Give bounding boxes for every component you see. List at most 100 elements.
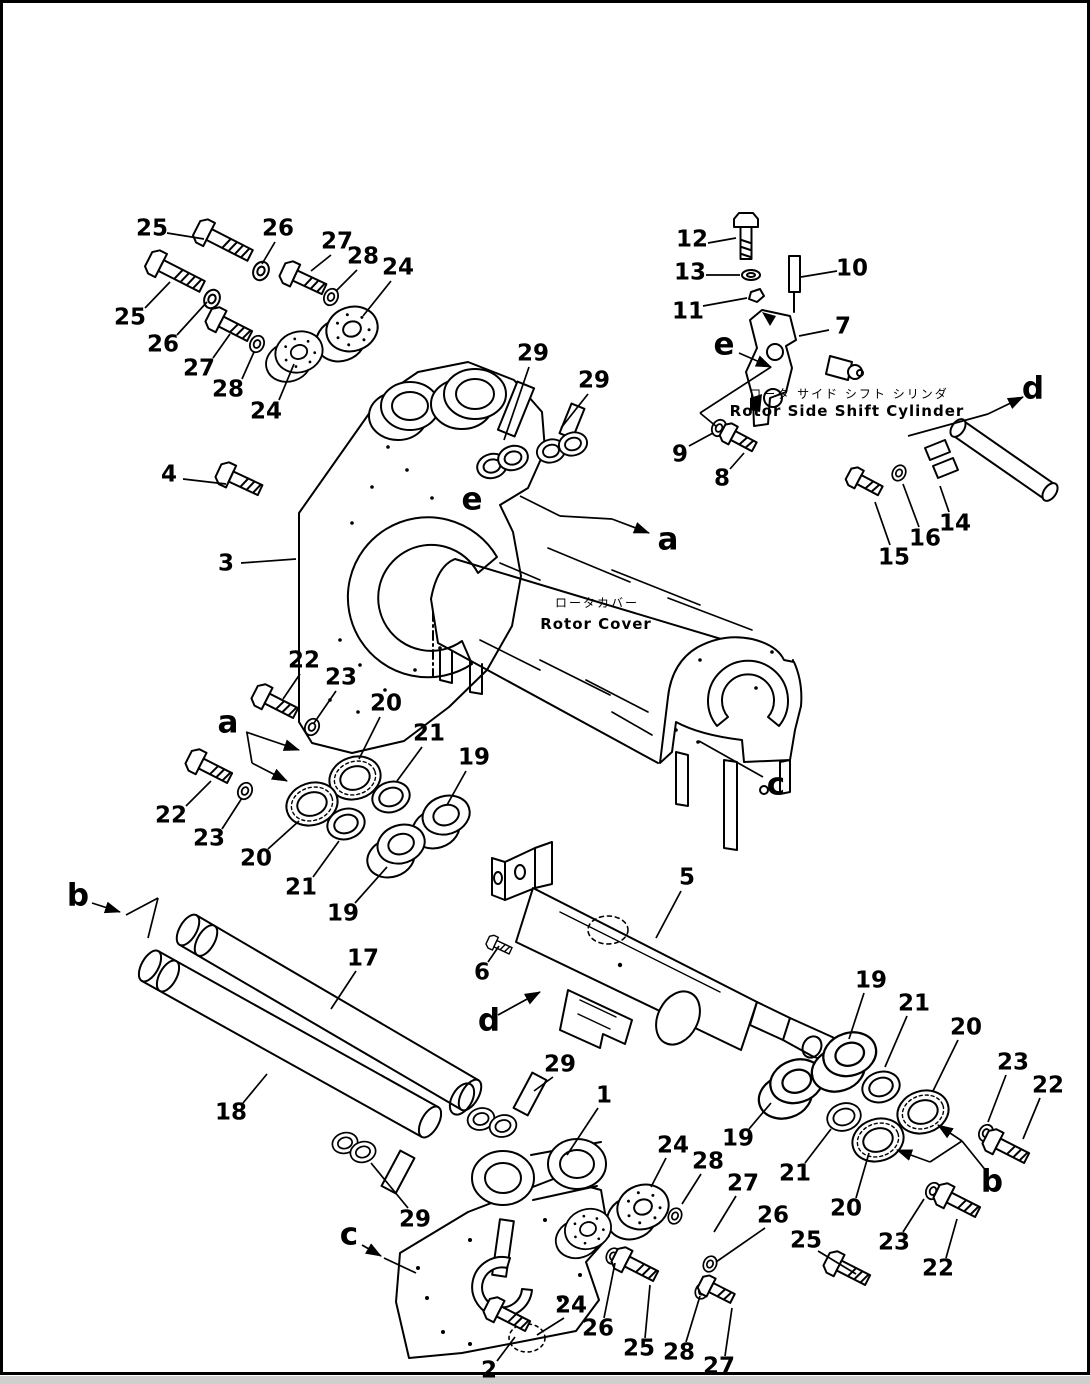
callout-3: 3 [218,551,234,577]
leader-line [310,254,332,272]
callout-28: 28 [212,377,244,403]
view-arrow [251,762,288,782]
leader-line [261,241,276,265]
callout-22: 22 [922,1256,954,1282]
callout-15: 15 [878,545,910,571]
leader-line [246,732,253,764]
view-arrow [937,1124,963,1142]
view-arrow [611,518,650,534]
callout-13: 13 [674,260,706,286]
callout-22: 22 [1032,1073,1064,1099]
leader-line [688,432,714,447]
leader-line [748,1102,772,1130]
callout-23: 23 [325,665,357,691]
callout-21: 21 [413,721,445,747]
side-shift-cylinder-label-en: Rotor Side Shift Cylinder [730,402,965,420]
view-marker-b: b [981,1164,1003,1200]
callout-19: 19 [855,968,887,994]
callout-21: 21 [779,1161,811,1187]
leader-line [147,897,159,939]
callout-22: 22 [288,648,320,674]
leader-line [848,992,865,1040]
callout-16: 16 [909,526,941,552]
callout-25: 25 [623,1336,655,1362]
callout-19: 19 [458,745,490,771]
leader-line [698,740,764,778]
callout-17: 17 [347,946,379,972]
callout-18: 18 [215,1100,247,1126]
leader-line [370,1162,409,1209]
leader-line [729,452,745,470]
leader-line [798,329,830,337]
leader-line [939,485,950,513]
leader-line [396,746,423,782]
callout-29: 29 [544,1052,576,1078]
callout-23: 23 [193,826,225,852]
leader-line [536,1317,565,1336]
callout-21: 21 [285,875,317,901]
view-marker-c: c [340,1217,358,1253]
leader-line [987,1074,1007,1123]
leader-line [144,281,171,309]
cover-shading [479,547,753,736]
bottom-bracket-plate [395,1138,610,1359]
callout-28: 28 [663,1340,695,1366]
view-arrow [738,352,772,368]
view-marker-c: c [767,767,785,803]
callout-7: 7 [835,314,851,340]
leader-line [185,780,212,807]
leader-line [1022,1097,1041,1140]
callout-27: 27 [727,1171,759,1197]
view-marker-e: e [713,327,734,363]
callout-8: 8 [714,466,730,492]
callout-20: 20 [950,1015,982,1041]
callout-29: 29 [578,368,610,394]
plate-holes [328,445,442,714]
leader-line [907,413,989,437]
rotor-cover-label-en: Rotor Cover [540,615,652,633]
leader-line [817,1250,857,1275]
leader-line [902,1198,925,1233]
leader-line [212,333,231,359]
callout-10: 10 [836,256,868,282]
callout-20: 20 [240,846,272,872]
leader-line [884,1015,908,1068]
leader-line [603,1262,616,1319]
leader-line [715,1227,766,1263]
leader-line [800,270,838,278]
leader-line [533,1076,554,1092]
view-marker-d: d [1022,371,1044,407]
callout-20: 20 [370,691,402,717]
rotor-cover [430,547,803,851]
callout-28: 28 [347,244,379,270]
callout-27: 27 [703,1354,735,1380]
leader-line [724,1307,733,1357]
view-marker-d: d [478,1003,500,1039]
view-marker-b: b [67,878,89,914]
leader-line [383,1257,417,1274]
callout-25: 25 [114,305,146,331]
view-marker-a: a [658,522,679,558]
callout-25: 25 [136,216,168,242]
callout-26: 26 [582,1316,614,1342]
callout-26: 26 [262,216,294,242]
callout-26: 26 [147,332,179,358]
leader-line [503,366,530,441]
callout-26: 26 [757,1203,789,1229]
callout-24: 24 [555,1293,587,1319]
view-arrow [361,1243,382,1257]
callout-6: 6 [474,960,490,986]
leader-line [560,393,589,429]
leader-line [566,1107,599,1156]
leader-line [487,945,500,963]
callout-23: 23 [997,1050,1029,1076]
callout-19: 19 [722,1126,754,1152]
callout-29: 29 [399,1207,431,1233]
view-marker-e: e [461,482,482,518]
leader-line [166,232,205,240]
leader-line [312,840,340,878]
callout-24: 24 [657,1133,689,1159]
